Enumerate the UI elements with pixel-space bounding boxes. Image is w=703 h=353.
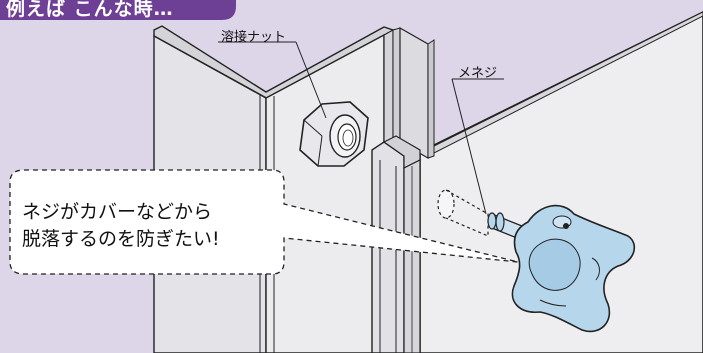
weld-nut-label: 溶接ナット: [221, 30, 287, 45]
speech-callout: [9, 169, 519, 275]
leader-lines: [218, 41, 504, 215]
callout-text: ネジがカバーなどから 脱落するのを防ぎたい!: [22, 199, 220, 253]
banner-shape: [0, 0, 236, 20]
screw-hole-outline: [437, 189, 489, 237]
banner-title: 例えば こんな時…: [6, 0, 174, 20]
callout-line-1: ネジがカバーなどから: [22, 201, 213, 223]
screw-label: メネジ: [458, 66, 498, 81]
weld-nut: [299, 101, 369, 167]
callout-line-2: 脱落するのを防ぎたい!: [22, 228, 220, 250]
star-knob: [511, 204, 636, 333]
